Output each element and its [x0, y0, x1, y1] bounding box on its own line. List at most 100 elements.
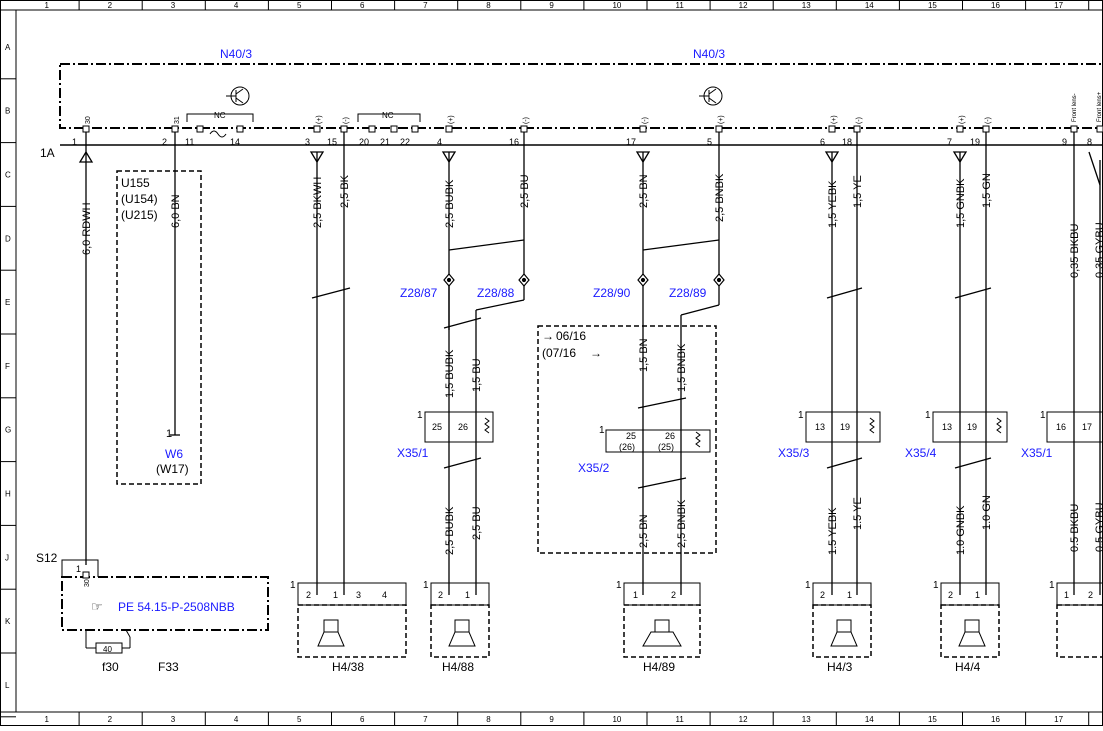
svg-text:6: 6	[820, 137, 825, 147]
svg-text:1: 1	[333, 590, 338, 600]
svg-text:26: 26	[665, 431, 675, 441]
connector-x35-1b[interactable]: 1 16 17	[1040, 410, 1103, 443]
wire-label: 1,5 YE	[852, 175, 864, 208]
speaker-label: H4/4	[955, 660, 981, 674]
wire-label: 2,5 BNBK	[714, 173, 726, 222]
connector-label[interactable]: X35/1	[397, 446, 429, 460]
svg-text:19: 19	[967, 422, 977, 432]
module-pin[interactable]: 20	[359, 125, 376, 147]
connector-x35-4[interactable]: 1 13 19	[925, 410, 1008, 443]
connector-label[interactable]: X35/4	[905, 446, 937, 460]
wire-label: 1.5 YEBK	[827, 507, 839, 555]
module-pin[interactable]: 22	[400, 125, 419, 147]
svg-text:30: 30	[85, 116, 92, 124]
svg-text:1: 1	[72, 137, 77, 147]
splice-label[interactable]: Z28/87	[400, 286, 438, 300]
splice-label[interactable]: Z28/88	[477, 286, 515, 300]
speaker-h4-89[interactable]: 1 1 2	[616, 580, 701, 658]
ground-w6-label[interactable]: W6	[165, 447, 183, 461]
grid-column-label: 10	[612, 1, 621, 10]
connector-x35-3[interactable]: 1 13 19	[798, 410, 881, 443]
grid-row-label: L	[5, 681, 10, 690]
grid-column-label: 12	[739, 715, 748, 724]
module-label-left[interactable]: N40/3	[220, 47, 252, 61]
module-pin[interactable]: 7(+)	[947, 115, 966, 147]
svg-text:1: 1	[599, 425, 605, 436]
module-pin[interactable]: 14	[230, 125, 244, 147]
svg-text:(+): (+)	[959, 115, 966, 124]
svg-text:(25): (25)	[658, 442, 674, 452]
svg-text:2: 2	[306, 590, 311, 600]
module-pin[interactable]: 1 30	[72, 116, 92, 147]
f30-label: f30	[102, 660, 119, 674]
module-pin[interactable]: 18(-)	[842, 117, 863, 147]
svg-text:3: 3	[305, 137, 310, 147]
svg-text:(-): (-)	[856, 117, 863, 124]
grid-column-label: 8	[486, 715, 491, 724]
fuse-block: S12 1 30 40	[36, 551, 269, 654]
svg-text:21: 21	[380, 137, 390, 147]
speaker-label: H4/88	[442, 660, 474, 674]
connector-x35-1[interactable]: 1 25 26	[417, 410, 494, 443]
module-pin[interactable]: 17(-)	[626, 117, 649, 147]
wire-label: 6,0 BN	[170, 194, 182, 228]
grid-column-label: 1	[45, 1, 50, 10]
grid-column-label: 7	[423, 715, 428, 724]
speaker-h4-88[interactable]: 1 2 1	[423, 580, 490, 658]
wire-label: 1,5 BNBK	[676, 343, 688, 392]
module-pin[interactable]: 11	[185, 125, 204, 147]
svg-text:(-): (-)	[642, 117, 649, 124]
svg-text:16: 16	[509, 137, 519, 147]
speaker-h4-38[interactable]: 1 2 1 3 4	[290, 580, 407, 658]
module-label-right[interactable]: N40/3	[693, 47, 725, 61]
module-pin[interactable]: 3 (+)	[305, 115, 323, 147]
splice-diamonds	[443, 273, 725, 287]
svg-text:1: 1	[1049, 580, 1055, 591]
svg-text:15: 15	[327, 137, 337, 147]
svg-text:(+): (+)	[831, 115, 838, 124]
module-pin[interactable]: 21	[380, 125, 398, 147]
wire-label: 0.5 BKBU	[1069, 504, 1081, 552]
svg-text:(26): (26)	[619, 442, 635, 452]
svg-text:2: 2	[671, 590, 676, 600]
grid-row-label: A	[5, 43, 11, 52]
connector-label[interactable]: X35/1	[1021, 446, 1053, 460]
variant-line: U155	[121, 176, 150, 190]
svg-text:9: 9	[1062, 137, 1067, 147]
module-pin[interactable]: 5(+)	[707, 115, 725, 147]
svg-text:8: 8	[1087, 137, 1092, 147]
svg-text:(+): (+)	[316, 115, 323, 124]
module-pin[interactable]: 6 (+)	[820, 115, 838, 147]
grid-column-label: 14	[865, 1, 874, 10]
splice-label[interactable]: Z28/89	[669, 286, 707, 300]
grid-column-label: 5	[297, 1, 302, 10]
grid-column-label: 8	[486, 1, 491, 10]
svg-text:1: 1	[805, 580, 811, 591]
speaker-h4-4[interactable]: 1 2 1	[933, 580, 1000, 658]
svg-text:31: 31	[174, 116, 181, 124]
wire-lines	[85, 132, 1101, 595]
splice-label[interactable]: Z28/90	[593, 286, 631, 300]
connector-label[interactable]: X35/3	[778, 446, 810, 460]
wire-label: 1,5 GNBK	[955, 178, 967, 228]
module-pin[interactable]: 16(-)	[509, 117, 530, 147]
connector-x35-2[interactable]: 1 25 26 (26) (25)	[599, 425, 711, 453]
speaker-h4-3[interactable]: 1 2 1	[805, 580, 872, 658]
wire-label: 2,5 BKWH	[312, 177, 324, 228]
grid-row-label: H	[5, 490, 11, 499]
connector-label[interactable]: X35/2	[578, 461, 610, 475]
module-pin[interactable]: 15(-)	[327, 117, 350, 147]
module-pin[interactable]: 4(+)	[437, 115, 455, 147]
svg-text:11: 11	[185, 137, 194, 147]
wire-arrow-markers	[78, 150, 968, 164]
wire-label: 2,5 BU	[471, 506, 483, 540]
speaker-partial[interactable]: 1 1 2	[1049, 580, 1103, 658]
grid-column-label: 11	[676, 715, 685, 724]
wire-label: 2,5 BUBK	[444, 179, 456, 228]
pe-reference-link[interactable]: PE 54.15-P-2508NBB	[118, 600, 235, 614]
module-pin[interactable]: 19(-)	[970, 117, 992, 147]
grid-column-label: 2	[108, 1, 113, 10]
module-pin[interactable]: 231	[162, 116, 181, 147]
